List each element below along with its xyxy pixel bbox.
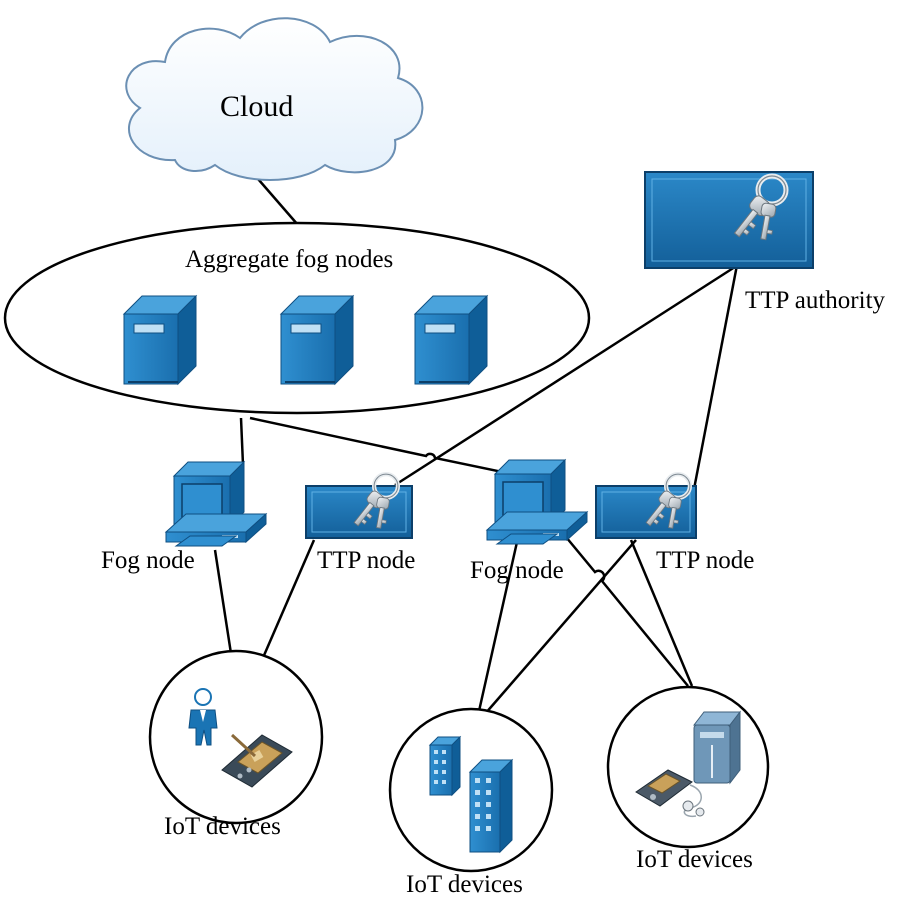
ttp-node-right-label: TTP node — [656, 547, 755, 574]
iot-devices-right-label: IoT devices — [636, 846, 753, 873]
desktop-computer-icon — [165, 461, 267, 547]
office-buildings-icon — [428, 735, 514, 854]
desktop-computer-icon — [486, 459, 588, 545]
aggregate-to-fog-right-link — [249, 416, 513, 476]
router-icon — [692, 710, 742, 785]
iot-devices-middle-label: IoT devices — [406, 871, 523, 898]
ttp-left-to-iot-left-link — [260, 539, 316, 661]
connection-lines — [213, 171, 739, 723]
ttp-authority-key-panel — [644, 171, 814, 269]
aggregate-to-fog-left-link — [239, 417, 245, 466]
ttp-right-to-iot-right-link — [629, 539, 694, 687]
cloud-icon — [125, 17, 424, 181]
aggregate-fog-nodes-label: Aggregate fog nodes — [185, 246, 394, 273]
ttp-authority-label: TTP authority — [745, 287, 886, 314]
cloud-to-aggregate-link — [251, 171, 299, 226]
media-player-icon — [635, 769, 705, 818]
tablet-device-icon — [221, 733, 293, 788]
authority-to-ttp-right-link — [688, 264, 739, 511]
ttp-right-to-iot-middle-link — [477, 539, 637, 723]
iot-group-right — [606, 685, 770, 849]
fog-node-right-label: Fog node — [470, 557, 564, 584]
server-tower-icon — [123, 295, 197, 385]
ttp-node-right-key-panel — [595, 474, 697, 539]
fog-node-left-label: Fog node — [101, 547, 195, 574]
fog-right-to-iot-middle-link — [475, 541, 519, 721]
cloud-label: Cloud — [220, 90, 294, 123]
fog-left-to-iot-left-link — [213, 549, 234, 661]
fog-right-to-iot-right-link — [565, 536, 689, 687]
server-tower-icon — [414, 295, 488, 385]
server-tower-icon — [280, 295, 354, 385]
authority-to-ttp-left-link — [394, 263, 739, 487]
ttp-node-left-label: TTP node — [317, 547, 416, 574]
iot-devices-left-label: IoT devices — [164, 813, 281, 840]
person-icon — [188, 688, 218, 746]
ttp-node-left-key-panel — [305, 474, 413, 539]
